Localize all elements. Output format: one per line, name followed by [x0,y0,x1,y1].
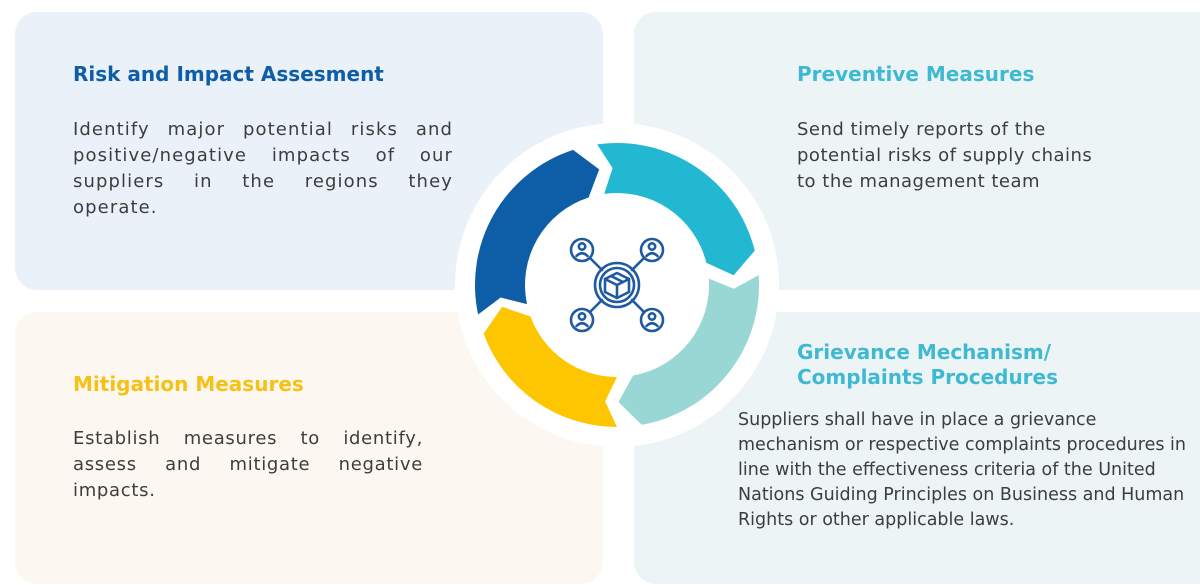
person-icon-top-right [639,237,665,263]
cycle-arrow-light-teal [618,275,760,425]
grievance-mechanism-text: Suppliers shall have in place a grievanc… [738,410,1186,530]
person-icon-top-left [569,237,595,263]
preventive-measures-text: Send timely reports of the potential ris… [797,119,1093,192]
risk-assessment-text: Identify major potential risks and posit… [73,119,453,218]
grievance-mechanism-title: Grievance Mechanism/Complaints Procedure… [797,340,1058,390]
cycle-arrow-dark-blue [474,149,600,315]
mitigation-measures-title: Mitigation Measures [73,372,304,396]
grievance-title-line-1: Grievance Mechanism/ [797,340,1052,364]
person-icon-bottom-right [639,307,665,333]
grievance-title-line-2: Complaints Procedures [797,365,1059,389]
cycle-arrow-cyan [597,143,755,276]
process-cycle-diagram [455,123,779,447]
mitigation-measures-text: Establish measures to identify, assess a… [73,428,423,501]
supply-network-icon [569,237,665,333]
risk-assessment-title: Risk and Impact Assesment [73,62,384,86]
preventive-measures-title: Preventive Measures [797,62,1035,86]
person-icon-bottom-left [569,307,595,333]
cycle-arrow-yellow [483,306,617,427]
